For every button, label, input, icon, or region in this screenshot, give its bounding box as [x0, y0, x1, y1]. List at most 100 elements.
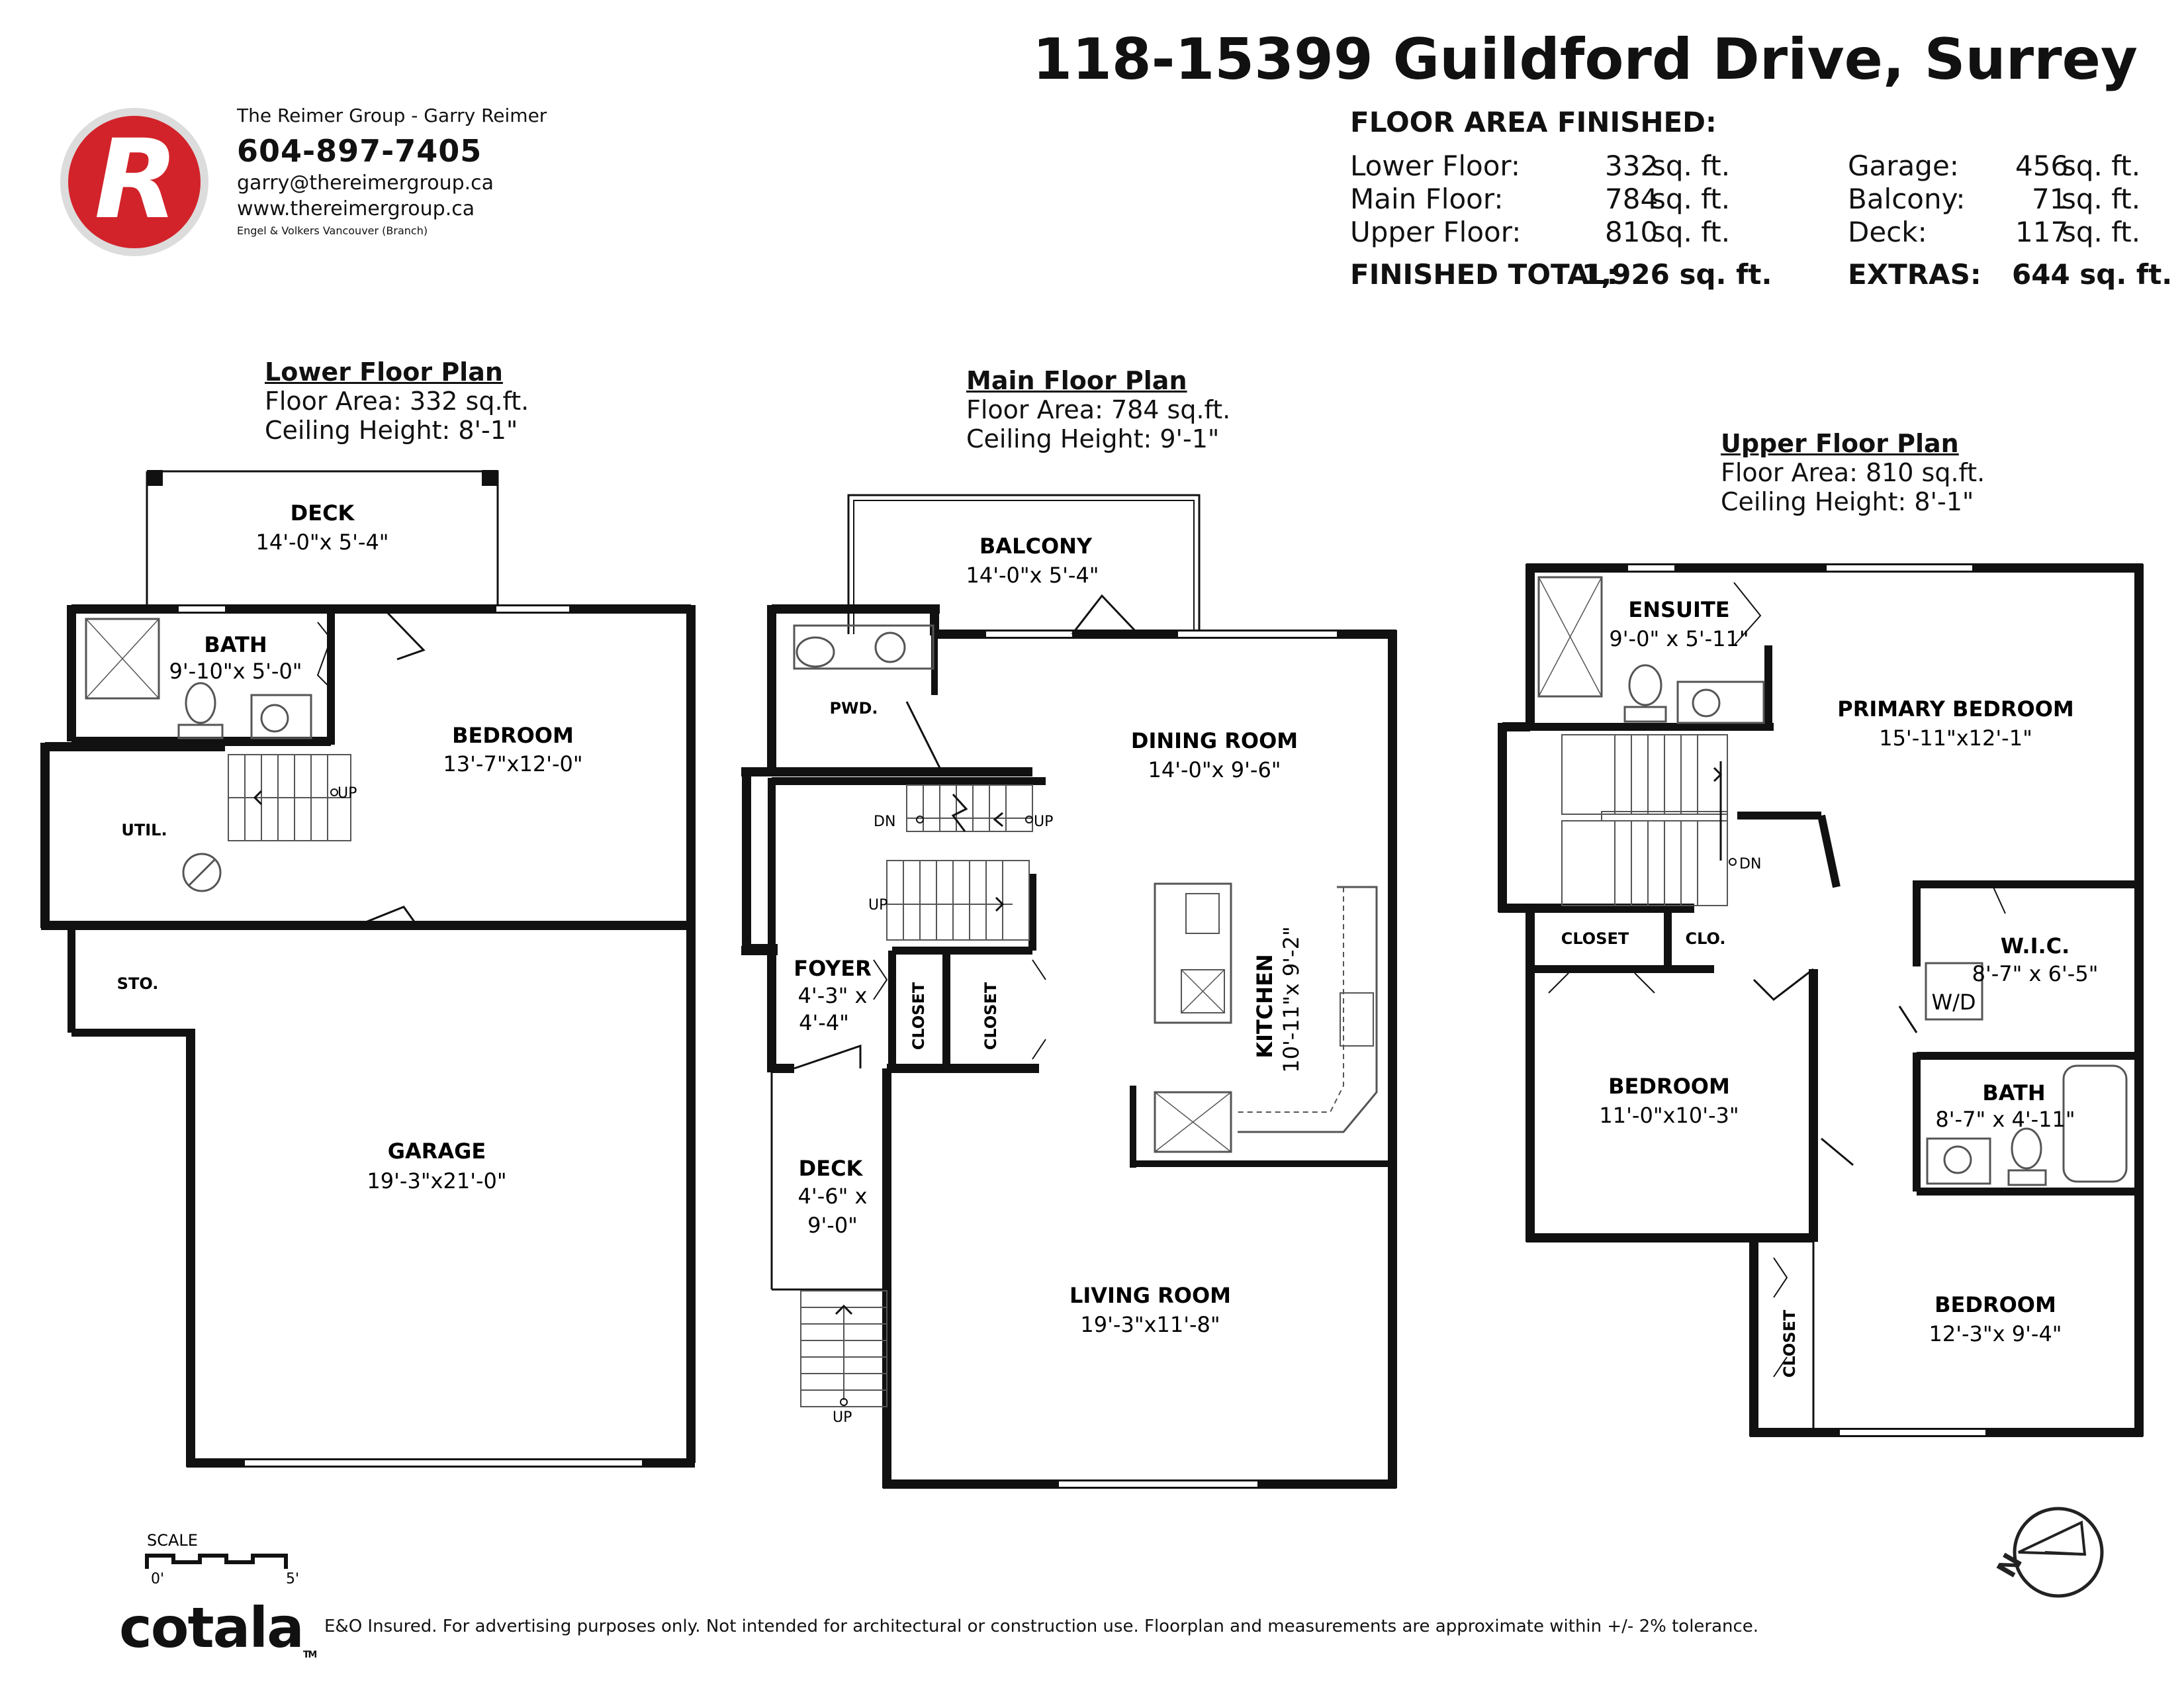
main-closet-2-label: CLOSET [981, 982, 1000, 1050]
primary-bedroom-label: PRIMARY BEDROOM [1837, 696, 2074, 722]
balcony-door [1071, 594, 1140, 635]
lower-bedroom-label: BEDROOM [452, 723, 574, 748]
main-floor-plan: BALCONY 14'-0"x 5'-4" PWD. DINING ROOM 1… [741, 494, 1397, 1489]
main-plan-area: Floor Area: 784 sq.ft. [966, 395, 1231, 424]
main-deck-label: DECK [799, 1156, 864, 1181]
wic-dim: 8'-7" x 6'-5" [1972, 961, 2099, 986]
agent-phone[interactable]: 604-897-7405 [237, 133, 482, 169]
lower-bedroom-door [383, 608, 426, 661]
upper-floor-unit: sq. ft. [1651, 216, 1731, 248]
foyer-dim-depth: 4'-4" [799, 1010, 849, 1035]
lower-garage-door [357, 906, 418, 927]
upper-sink-icon [1926, 1137, 1991, 1185]
foyer-label: FOYER [794, 956, 872, 981]
deck-value: 117 [2015, 216, 2069, 248]
deck-label: Deck: [1848, 216, 1927, 248]
balcony-unit: sq. ft. [2062, 183, 2141, 215]
washer-dryer-icon [1925, 962, 1983, 1021]
main-deck-dim-width: 4'-6" x [798, 1184, 868, 1209]
wd-label: W/D [1931, 990, 1976, 1015]
lower-bath-dim: 9'-10"x 5'-0" [169, 659, 302, 684]
main-floor-label: Main Floor: [1350, 183, 1504, 215]
ensuite-shower-icon [1537, 576, 1603, 698]
upper-plan-heading: Upper Floor Plan Floor Area: 810 sq.ft. … [1721, 429, 1985, 516]
scale-max: 5' [286, 1571, 299, 1587]
upper-dn-label: DN [1739, 856, 1761, 872]
pwd-toilet-icon [796, 636, 835, 668]
upper-floor-label: Upper Floor: [1350, 216, 1522, 248]
main-floor-value: 784 [1605, 183, 1659, 215]
upper-plan-area: Floor Area: 810 sq.ft. [1721, 458, 1985, 487]
lower-floor-unit: sq. ft. [1651, 150, 1731, 182]
kitchen-dim: 10'-11"x 9'-2" [1279, 926, 1304, 1072]
living-room-label: LIVING ROOM [1069, 1283, 1231, 1308]
floor-area-table: FLOOR AREA FINISHED: Lower Floor: 332 sq… [1350, 106, 2172, 298]
main-dn-label: DN [874, 814, 895, 830]
dining-room-label: DINING ROOM [1131, 728, 1298, 753]
wic-label: W.I.C. [2001, 933, 2070, 959]
main-closet-1-label: CLOSET [909, 982, 928, 1050]
agent-name: The Reimer Group - Garry Reimer [237, 105, 547, 126]
garage-room-label: GARAGE [388, 1139, 486, 1164]
main-up-label-2: UP [868, 897, 887, 914]
lower-plan-heading: Lower Floor Plan Floor Area: 332 sq.ft. … [265, 357, 529, 445]
balcony-outline [847, 494, 1201, 634]
agent-website[interactable]: www.thereimergroup.ca [237, 197, 475, 220]
deck-unit: sq. ft. [2062, 216, 2141, 248]
main-plan-heading: Main Floor Plan Floor Area: 784 sq.ft. C… [966, 366, 1230, 453]
cooktop-icon [1181, 969, 1225, 1013]
balcony-dim: 14'-0"x 5'-4" [966, 563, 1099, 588]
lower-plan-ceiling: Ceiling Height: 8'-1" [265, 416, 518, 445]
ensuite-sink-icon [1676, 680, 1765, 724]
ensuite-toilet-icon [1628, 664, 1662, 706]
lower-stairs [228, 754, 351, 841]
main-plan-ceiling: Ceiling Height: 9'-1" [966, 424, 1220, 453]
garage-label: Garage: [1848, 150, 1959, 182]
lower-shower-icon [85, 618, 160, 700]
kitchen-island [1154, 882, 1232, 1024]
scale-min: 0' [151, 1571, 164, 1587]
balcony-label: Balcony: [1848, 183, 1966, 215]
extras-value: 644 sq. ft. [2012, 258, 2173, 291]
garage-unit: sq. ft. [2062, 150, 2141, 182]
sto-label: STO. [117, 974, 159, 993]
living-room-dim: 19'-3"x11'-8" [1080, 1312, 1220, 1337]
agent-branch: Engel & Volkers Vancouver (Branch) [237, 224, 428, 237]
fridge-icon [1154, 1091, 1232, 1153]
main-plan-title: Main Floor Plan [966, 366, 1187, 395]
cotala-logo: cotalaTM [119, 1595, 318, 1660]
balcony-label: BALCONY [979, 534, 1093, 559]
cotala-trademark: TM [302, 1650, 318, 1660]
disclaimer-text: E&O Insured. For advertising purposes on… [324, 1617, 1759, 1636]
agent-email[interactable]: garry@thereimergroup.ca [237, 171, 494, 195]
upper-plan-title: Upper Floor Plan [1721, 429, 1959, 458]
lower-bath-label: BATH [204, 632, 267, 657]
pwd-label: PWD. [829, 699, 878, 718]
upper-bath-dim: 8'-7" x 4'-11" [1935, 1107, 2075, 1132]
kitchen-label: KITCHEN [1252, 954, 1277, 1058]
upper-plan-ceiling: Ceiling Height: 8'-1" [1721, 487, 1974, 516]
property-address: 118-15399 Guildford Drive, Surrey [1032, 26, 2138, 93]
main-entry-stairs [800, 1290, 887, 1407]
lower-plan-title: Lower Floor Plan [265, 357, 503, 387]
main-stairs [886, 784, 1033, 941]
lower-toilet-icon [185, 682, 216, 724]
dining-room-dim: 14'-0"x 9'-6" [1148, 757, 1281, 782]
lower-plan-area: Floor Area: 332 sq.ft. [265, 387, 529, 416]
lower-floor-plan: DECK 14'-0"x 5'-4" BATH 9'-10"x 5'-0" BE… [40, 470, 696, 1468]
primary-bedroom-dim: 15'-11"x12'-1" [1879, 726, 2032, 751]
extras-label: EXTRAS: [1848, 258, 1981, 291]
upper-toilet-icon [2011, 1127, 2042, 1170]
logo-letter: R [94, 116, 178, 243]
finished-total-value: 1,926 sq. ft. [1582, 258, 1772, 291]
lower-deck-dim: 14'-0"x 5'-4" [255, 530, 388, 555]
upper-tub-icon [2062, 1064, 2128, 1183]
scale-label: SCALE [147, 1531, 198, 1550]
garage-room-dim: 19'-3"x21'-0" [367, 1168, 506, 1194]
kitchen-sink-icon [1185, 893, 1220, 934]
compass-icon: N [1991, 1507, 2104, 1598]
foyer-door [794, 1044, 862, 1070]
stove-icon [1340, 992, 1374, 1047]
garage-value: 456 [2015, 150, 2069, 182]
